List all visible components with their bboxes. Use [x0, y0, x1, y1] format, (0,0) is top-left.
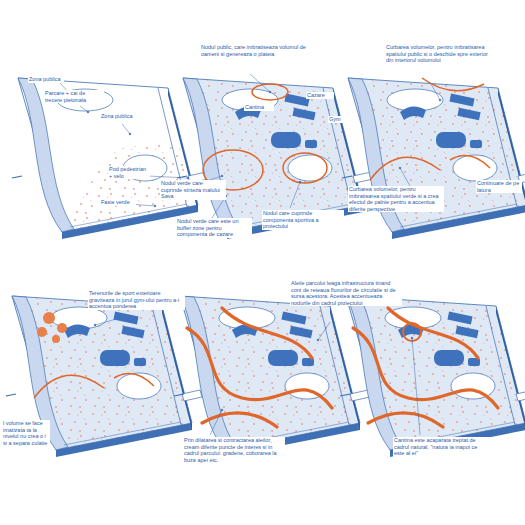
annotation-text: Nodul verde care este un buffer zone pen… [176, 218, 252, 238]
annotation-text: Parcare + cai de trecere pietonala [44, 90, 104, 103]
annotation-text: Curbarea volumelor, pentru imbratisarea … [348, 186, 444, 212]
annotation-text: Nodul care cuprinde componenta sportiva … [262, 210, 344, 230]
annotation-text: Curbarea volumelor, pentru imbratisarea … [385, 44, 497, 64]
annotation-text: Nodul verde care cuprinde sinteza malulu… [160, 180, 226, 200]
annotation-text: Continuare de pe latura [476, 180, 522, 193]
annotation-text: l volume se face imatizata ta la nivelul… [2, 420, 50, 446]
annotation-text: Cantina este acaparata treptat de cadrul… [393, 437, 490, 457]
annotation-text: Zona publica [28, 76, 64, 83]
annotation-text: Prin dilatarea si contractarea aleilor, … [183, 437, 285, 463]
annotation-text: Cantina [244, 104, 274, 111]
annotation-text: Cazare [306, 92, 334, 99]
annotation-text: Aleile parcului leaga infrastructura tin… [290, 280, 402, 306]
annotation-text: Gym [328, 116, 346, 123]
annotation-text: Zona publica [100, 113, 142, 120]
annotation-text: Nodul public, care imbratiseaza volumul … [200, 44, 312, 57]
annotation-text: Fasie verde [100, 199, 136, 206]
annotation-text: Pod pedestrian + velo [108, 166, 150, 179]
annotation-text: Terenurile de sport exterioare graviteaz… [88, 290, 185, 310]
